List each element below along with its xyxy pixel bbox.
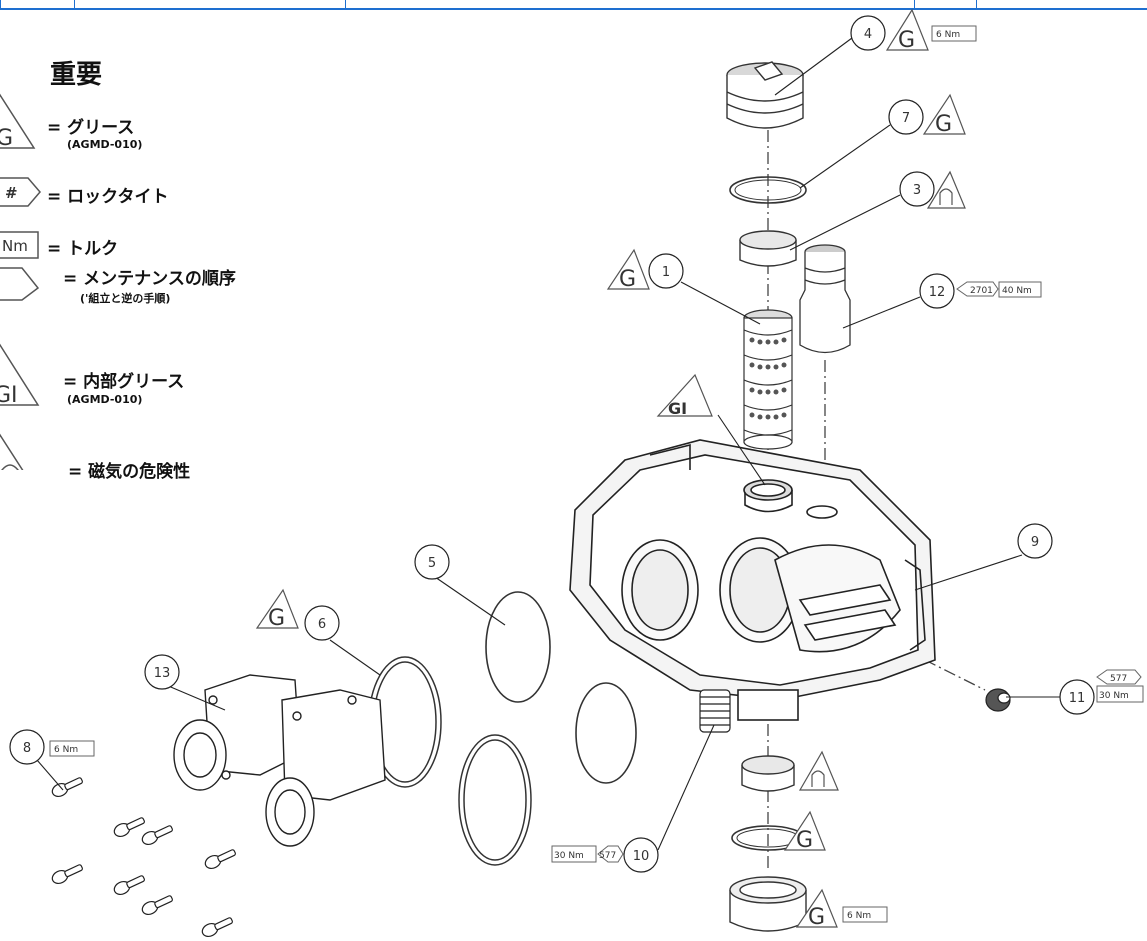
internal-grease-triangle-icon: GI (656, 373, 713, 418)
callout-numbers: 4 7 3 1 12 9 11 10 8 13 6 5 (23, 27, 1085, 864)
svg-text:GI: GI (0, 383, 18, 408)
callout-9 (1017, 523, 1053, 559)
part-9-valve-housing (569, 439, 936, 721)
svg-text:G: G (796, 828, 813, 853)
legend-internal-grease-code: (AGMD-010) (67, 393, 143, 406)
callout-5 (414, 544, 450, 580)
legend-torque-label: = トルク (47, 239, 119, 259)
callout-6-number: 6 (318, 617, 326, 632)
legend-internal-grease-label: = 内部グリース (63, 372, 185, 392)
svg-text:G: G (935, 112, 952, 137)
torque-30nm-label: 30 Nm (554, 851, 584, 861)
callout-10 (623, 837, 659, 873)
part-5-diaphragm (485, 591, 637, 784)
spec-tag-text: 6 Nm 2701 40 Nm 577 30 Nm 30 Nm 577 6 Nm… (54, 30, 1129, 921)
callout-1-number: 1 (662, 265, 670, 280)
callout-11 (1059, 679, 1095, 715)
part-12-sleeve (799, 244, 851, 354)
torque-box-icon: Nm (0, 231, 39, 259)
magnet-hazard-icons (798, 170, 966, 791)
callout-1 (648, 253, 684, 289)
lower-magnet (741, 755, 795, 792)
grease-symbols: G G G G G G (268, 28, 952, 930)
grease-triangle-icons (255, 8, 966, 928)
grease-triangle-icon: G (0, 93, 36, 151)
top-divider (345, 0, 346, 8)
legend-loctite-label: = ロックタイト (47, 187, 169, 207)
callout-6 (304, 605, 340, 641)
svg-text:G: G (268, 606, 285, 631)
legend-magnet-label: = 磁気の危険性 (68, 462, 191, 482)
legend-grease-code: (AGMD-010) (67, 138, 143, 151)
part-4-cap-nut (726, 61, 804, 129)
callout-13 (144, 654, 180, 690)
legend-sequence-label: = メンテナンスの順序 (63, 269, 236, 289)
loctite-577-label: 577 (1110, 674, 1127, 684)
legend-title: 重要 (50, 60, 103, 90)
part-11-plug (985, 688, 1011, 712)
callout-11-number: 11 (1069, 691, 1086, 706)
torque-6nm-label: 6 Nm (54, 745, 78, 755)
part-10-fitting (699, 689, 731, 733)
part-7-o-ring (729, 176, 807, 204)
legend-symbols: G # Nm GI (0, 93, 41, 470)
callout-12 (919, 273, 955, 309)
svg-text:G: G (619, 267, 636, 292)
part-3-magnet (739, 230, 797, 267)
callouts (9, 15, 1095, 873)
top-divider (914, 0, 915, 8)
callout-5-number: 5 (428, 556, 436, 571)
callout-4-number: 4 (864, 27, 872, 42)
svg-text:G: G (808, 905, 825, 930)
svg-text:G: G (898, 28, 915, 53)
callout-3 (899, 171, 935, 207)
svg-text:Nm: Nm (2, 237, 28, 255)
legend-grease-label: = グリース (47, 118, 135, 138)
internal-grease-triangle-icon: GI (0, 343, 40, 408)
top-divider (0, 0, 1, 8)
callout-7 (888, 99, 924, 135)
lower-cap-nut (729, 876, 807, 932)
part-13-end-cap (173, 674, 386, 847)
callout-3-number: 3 (913, 183, 921, 198)
callout-8 (9, 729, 45, 765)
svg-text:GI: GI (668, 399, 687, 418)
callout-7-number: 7 (902, 111, 910, 126)
callout-9-number: 9 (1031, 535, 1039, 550)
callout-8-number: 8 (23, 741, 31, 756)
spec-tags (49, 25, 1144, 923)
legend-sequence-note: ('組立と逆の手順) (80, 292, 171, 305)
callout-10-number: 10 (633, 849, 650, 864)
callout-12-number: 12 (929, 285, 946, 300)
top-divider (976, 0, 977, 8)
torque-6nm-label: 6 Nm (847, 911, 871, 921)
svg-text:G: G (0, 126, 13, 151)
torque-40nm-label: 40 Nm (1002, 286, 1032, 296)
torque-30nm-label: 30 Nm (1099, 691, 1129, 701)
legend-panel: 重要 G # Nm GI = グリース (AGMD-010) = ロックタイト … (0, 0, 330, 520)
part-1-spool (743, 309, 793, 450)
loctite-2701-label: 2701 (970, 286, 993, 296)
top-divider (74, 0, 75, 8)
callout-13-number: 13 (154, 666, 171, 681)
leader-lines (36, 37, 1060, 851)
top-border-bar (0, 0, 1147, 10)
magnet-hazard-triangle-icon (0, 433, 24, 470)
callout-4 (850, 15, 886, 51)
sequence-arrow-icon (0, 267, 40, 301)
loctite-577-label: 577 (599, 851, 616, 861)
loctite-hexagon-icon: # (0, 177, 41, 207)
part-8-screws (51, 777, 236, 938)
torque-6nm-label: 6 Nm (936, 30, 960, 40)
svg-text:#: # (5, 184, 18, 202)
